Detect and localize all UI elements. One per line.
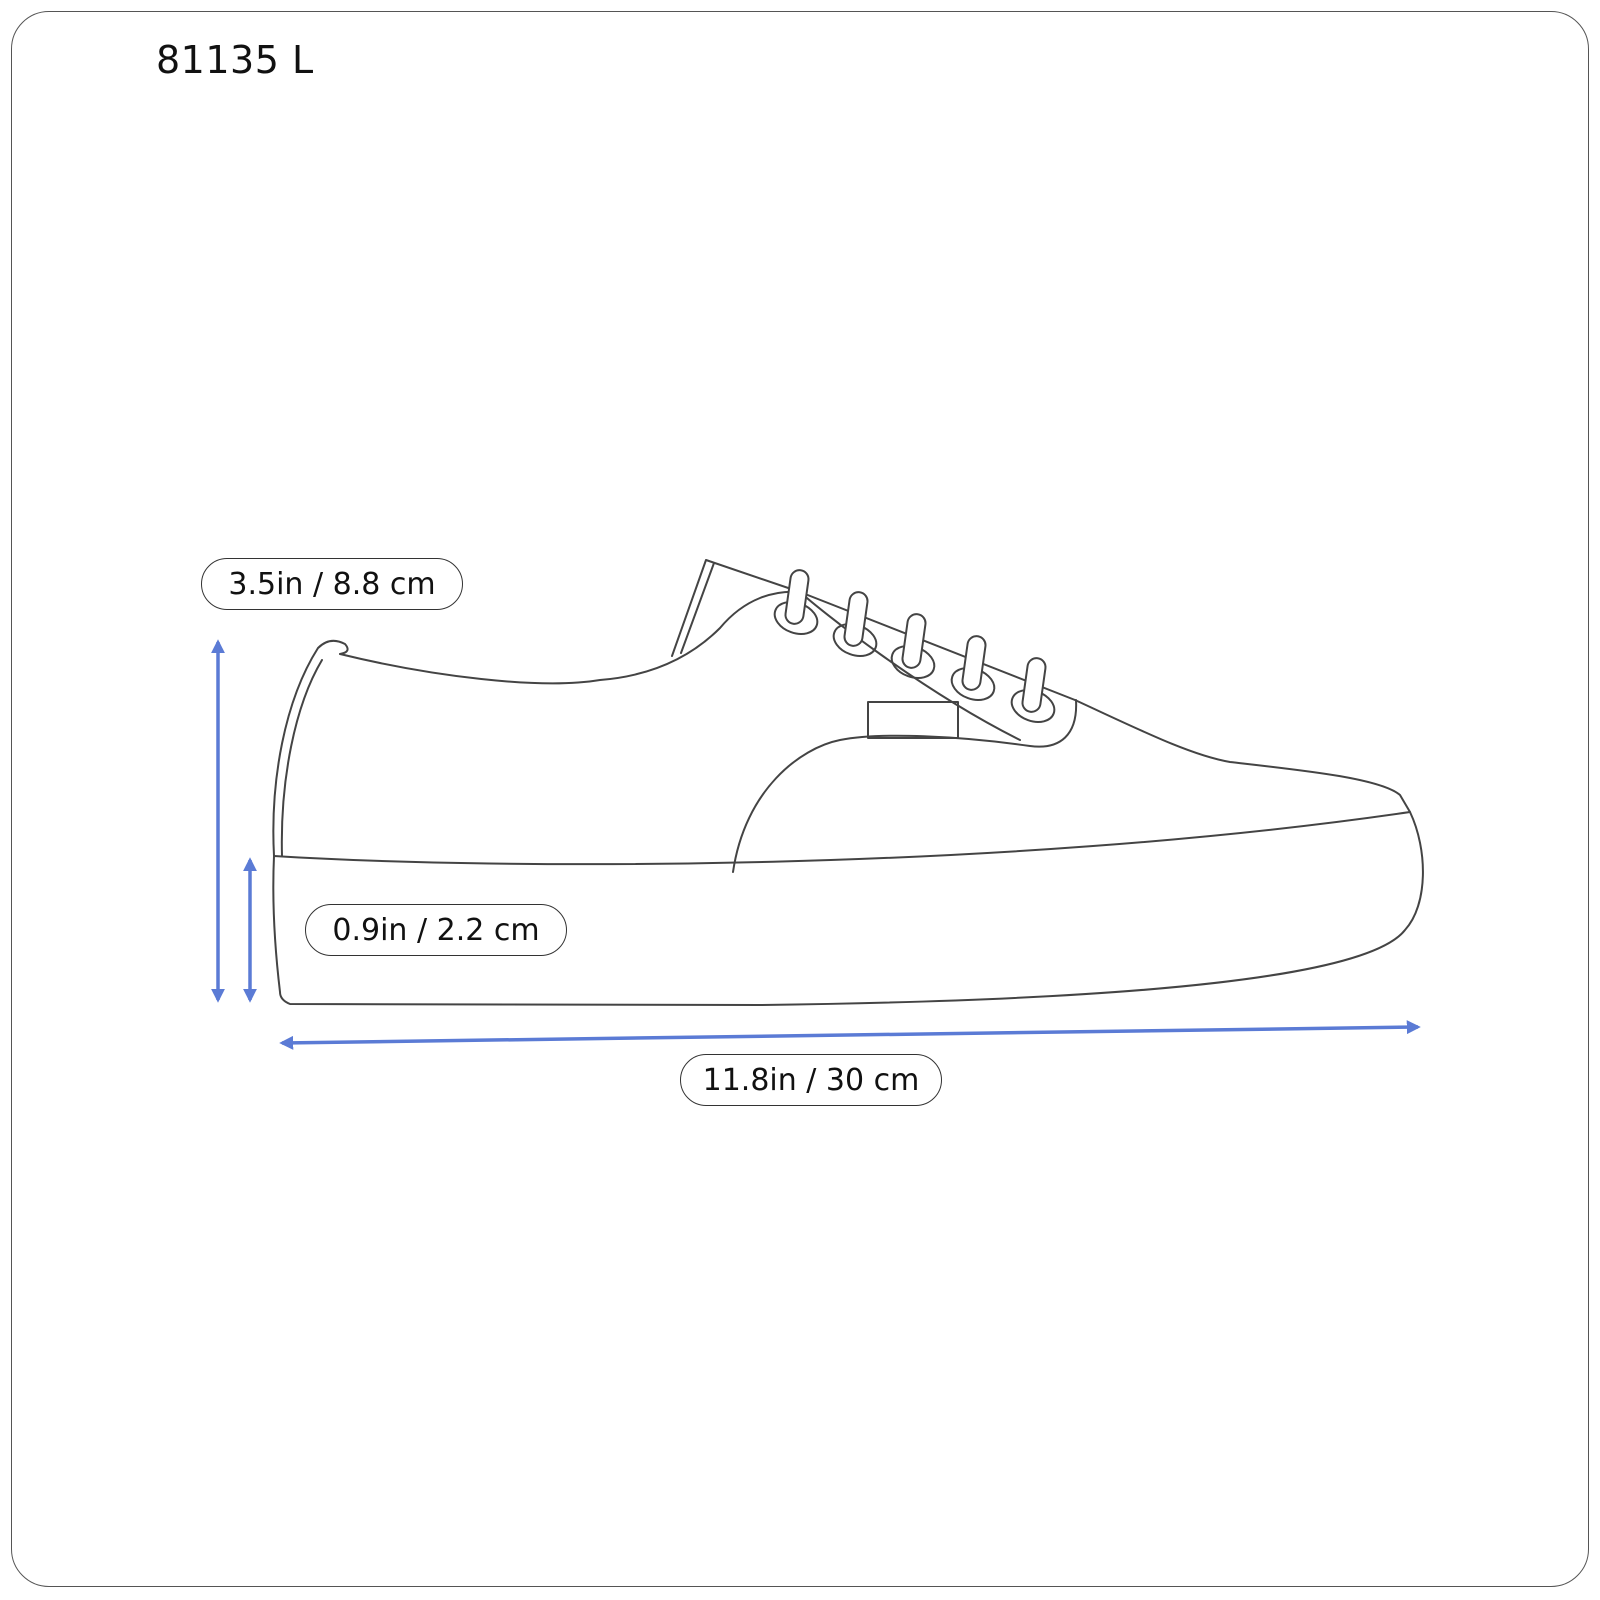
length-measurement-label: 11.8in / 30 cm xyxy=(680,1054,942,1106)
product-code-title: 81135 L xyxy=(156,38,314,82)
brand-tag xyxy=(867,701,959,739)
eyestay-outline xyxy=(799,591,1021,741)
heel-outline xyxy=(272,639,349,857)
platform-measurement-label: 0.9in / 2.2 cm xyxy=(305,904,567,956)
vamp-outline xyxy=(799,591,1411,813)
sole-outline xyxy=(272,811,1424,1006)
tongue-outline xyxy=(671,559,801,657)
height-measurement-label: 3.5in / 8.8 cm xyxy=(201,558,463,610)
collar-line xyxy=(339,590,801,685)
laces xyxy=(784,569,1047,713)
length-arrow xyxy=(279,1020,1421,1050)
sneaker-outline-icon xyxy=(272,559,1424,1006)
toe-cap-outline xyxy=(732,699,1078,873)
